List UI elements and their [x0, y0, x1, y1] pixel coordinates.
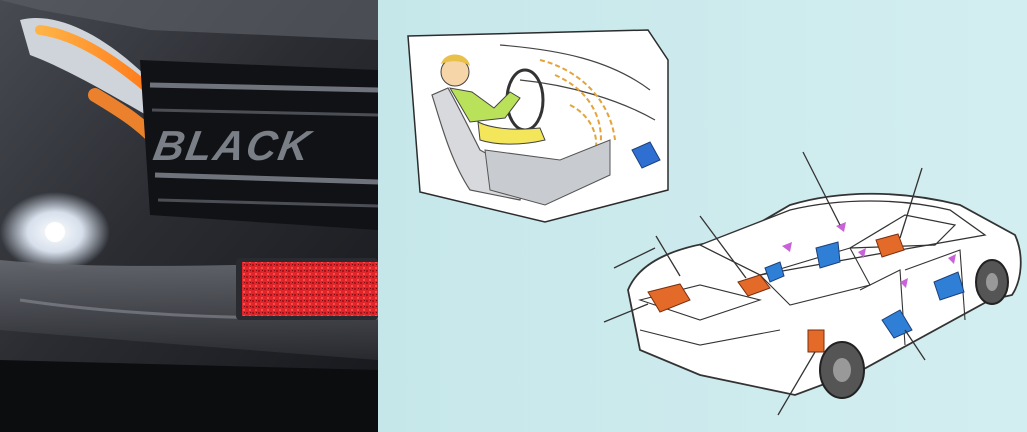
- grille-lettering: BLACK: [150, 122, 317, 169]
- side-sensor-icon: [808, 330, 824, 352]
- car-front-photo: BLACK: [0, 0, 378, 432]
- cabin-illustration: [408, 30, 668, 222]
- censored-license-plate: [236, 258, 378, 320]
